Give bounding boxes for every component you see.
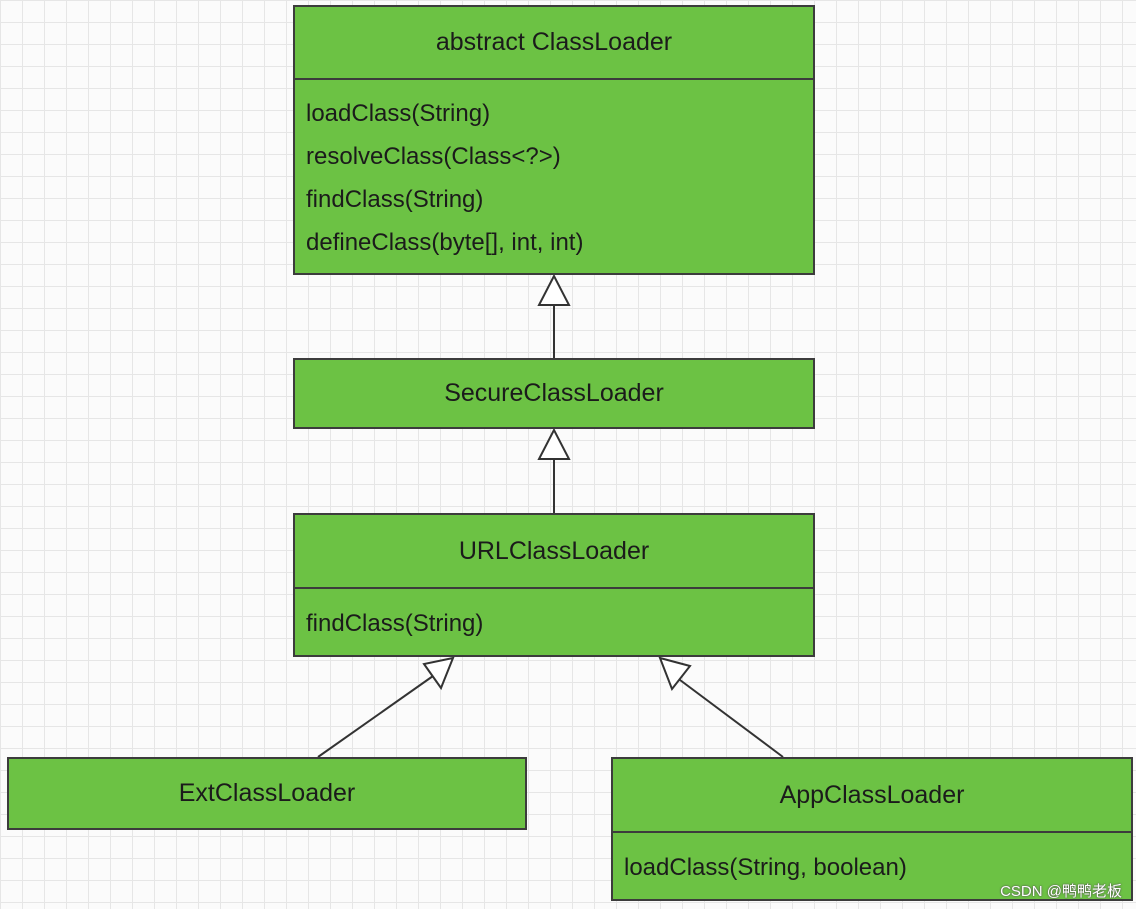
method-load-class: loadClass(String) xyxy=(306,100,491,127)
class-name: ExtClassLoader xyxy=(178,779,356,807)
edge-ext-to-url xyxy=(317,675,434,758)
class-name: URLClassLoader xyxy=(458,536,650,565)
class-name: abstract ClassLoader xyxy=(435,28,673,56)
class-methods: findClass(String) xyxy=(295,587,813,655)
inheritance-arrow-icon xyxy=(422,656,455,691)
class-box-app-classloader[interactable]: AppClassLoader loadClass(String, boolean… xyxy=(611,757,1133,901)
edge-app-to-url xyxy=(675,676,784,758)
watermark: CSDN @鸭鸭老板 xyxy=(1000,883,1122,900)
class-box-url-classloader[interactable]: URLClassLoader findClass(String) xyxy=(293,513,815,657)
class-box-ext-classloader[interactable]: ExtClassLoader xyxy=(7,757,527,830)
method-find-class: findClass(String) xyxy=(306,610,484,637)
method-find-class: findClass(String) xyxy=(306,186,484,213)
class-name: AppClassLoader xyxy=(779,780,965,809)
method-resolve-class: resolveClass(Class<?>) xyxy=(306,143,561,170)
method-load-class: loadClass(String, boolean) xyxy=(624,854,907,881)
class-methods: loadClass(String) resolveClass(Class<?>)… xyxy=(295,78,813,273)
method-define-class: defineClass(byte[], int, int) xyxy=(306,229,584,256)
class-box-secure-classloader[interactable]: SecureClassLoader xyxy=(293,358,815,429)
class-name: SecureClassLoader xyxy=(444,379,664,407)
class-box-classloader[interactable]: abstract ClassLoader loadClass(String) r… xyxy=(293,5,815,275)
class-methods: loadClass(String, boolean) xyxy=(613,831,1131,899)
inheritance-arrow-icon xyxy=(537,273,571,306)
inheritance-arrow-icon xyxy=(537,427,571,460)
inheritance-arrow-icon xyxy=(658,656,692,692)
